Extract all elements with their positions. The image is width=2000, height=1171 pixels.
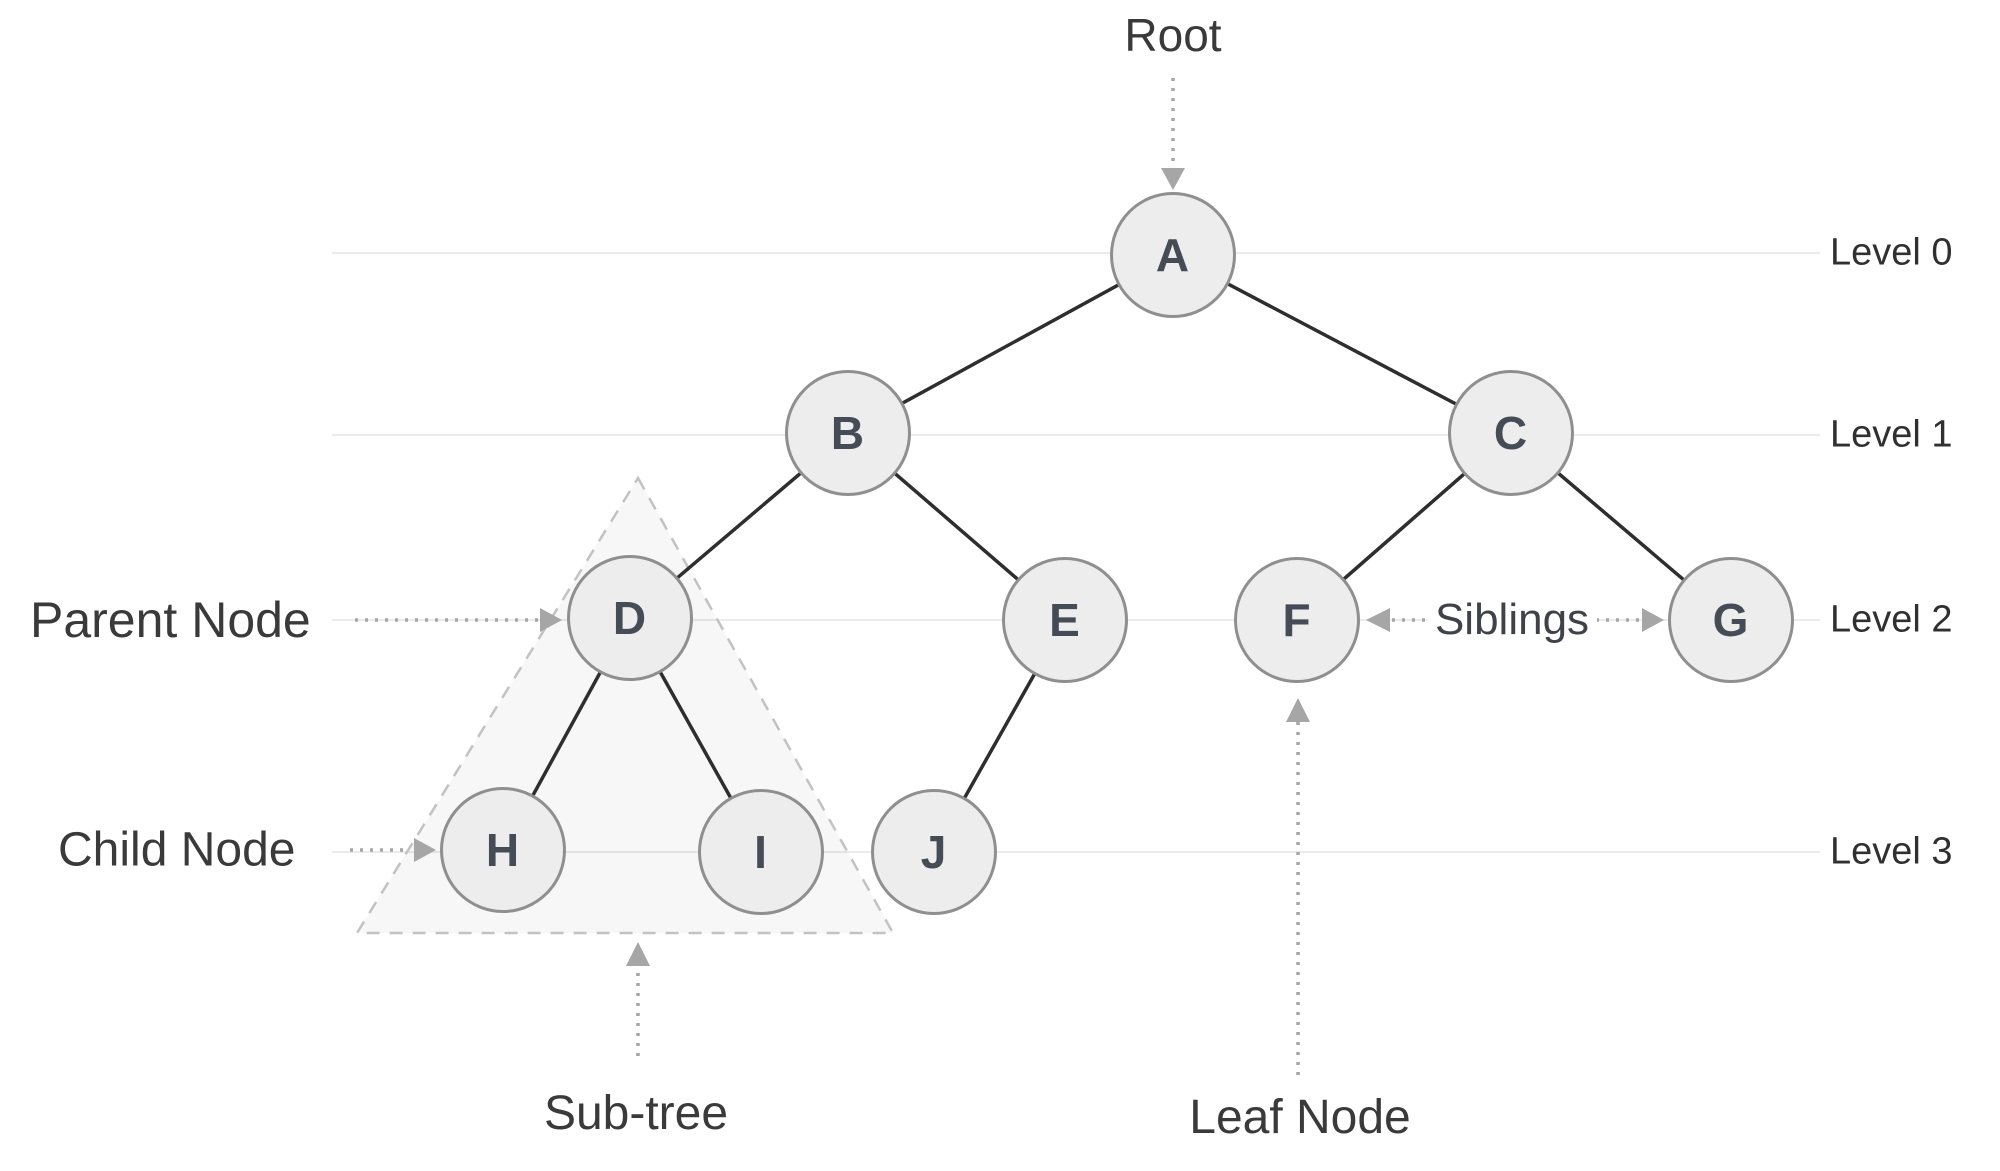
tree-node-c: C [1448, 370, 1574, 496]
node-label-b: B [830, 407, 866, 459]
root-label: Root [1124, 9, 1222, 61]
child-node-arrow-head [414, 838, 436, 862]
node-label-g: G [1712, 594, 1750, 646]
tree-node-j: J [871, 789, 997, 915]
tree-node-b: B [785, 370, 911, 496]
node-label-h: H [485, 824, 521, 876]
parent-node-arrow-head [540, 608, 562, 632]
tree-node-f: F [1234, 557, 1360, 683]
node-label-d: D [612, 592, 648, 644]
subtree-triangle [354, 475, 896, 935]
siblings-label: Siblings [1426, 593, 1598, 647]
level-1-label: Level 1 [1830, 413, 1953, 456]
tree-node-g: G [1668, 557, 1794, 683]
leaf-node-arrow-head [1286, 698, 1310, 722]
siblings-right-arrow-head [1642, 608, 1664, 632]
child-node-label: Child Node [50, 820, 304, 880]
node-label-a: A [1155, 229, 1191, 281]
level-3-label: Level 3 [1830, 830, 1953, 873]
siblings-left-arrow-head [1366, 608, 1390, 632]
subtree-arrow-head [626, 942, 650, 966]
root-arrow-head [1161, 168, 1185, 190]
level-0-label: Level 0 [1830, 231, 1953, 274]
tree-node-e: E [1002, 557, 1128, 683]
tree-node-a: A [1110, 192, 1236, 318]
tree-node-i: I [698, 789, 824, 915]
tree-node-h: H [440, 787, 566, 913]
node-label-e: E [1049, 594, 1081, 646]
tree-node-d: D [567, 555, 693, 681]
parent-node-label: Parent Node [22, 589, 319, 651]
node-label-c: C [1493, 407, 1529, 459]
node-label-j: J [920, 826, 948, 878]
leaf-node-label: Leaf Node [1189, 1091, 1411, 1144]
subtree-label: Sub-tree [543, 1087, 729, 1140]
node-label-f: F [1282, 594, 1312, 646]
level-2-label: Level 2 [1830, 598, 1953, 641]
node-label-i: I [754, 826, 768, 878]
